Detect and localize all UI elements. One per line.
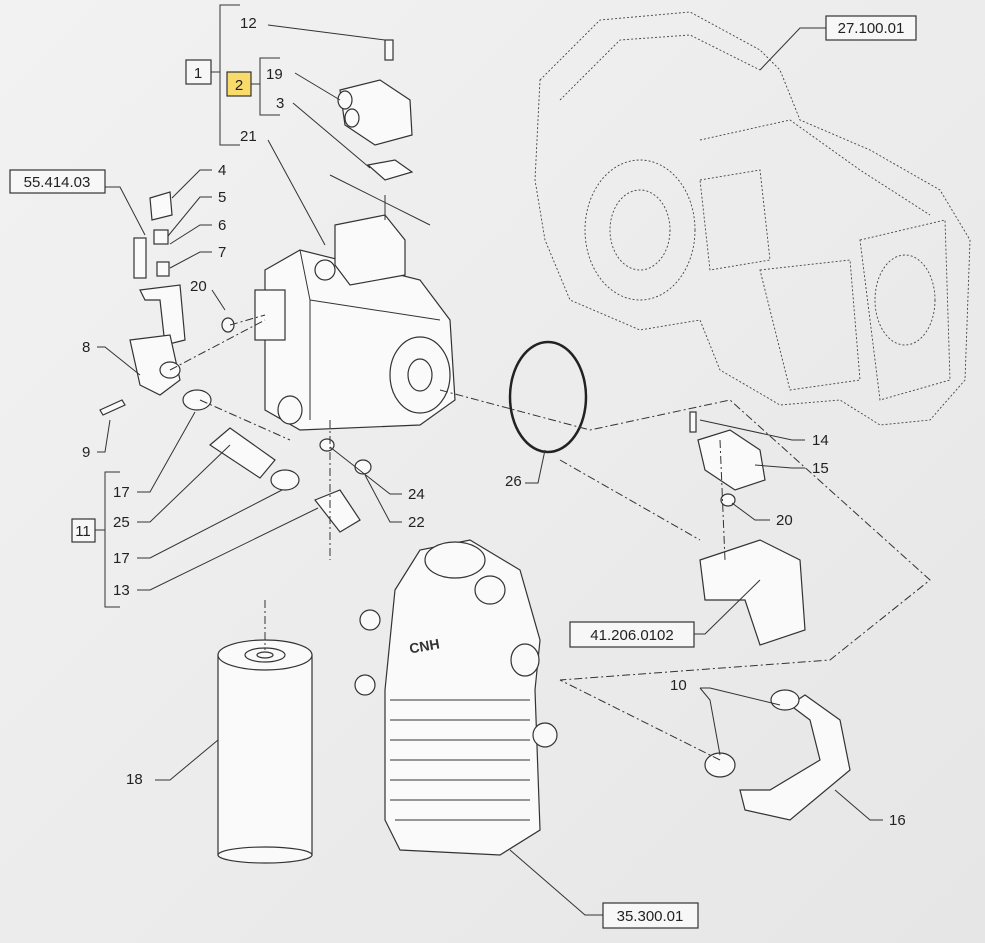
sensor-assembly[interactable] — [689, 411, 806, 646]
callout-24[interactable]: 24 — [408, 486, 425, 503]
callout-label: 2 — [235, 77, 243, 94]
fittings-left[interactable] — [99, 191, 235, 416]
callout-4[interactable]: 4 — [218, 162, 226, 179]
callout-16[interactable]: 16 — [889, 812, 906, 829]
callout-19[interactable]: 19 — [266, 66, 283, 83]
callout-label: 1 — [194, 65, 202, 82]
callout-3[interactable]: 3 — [276, 95, 284, 112]
filter-housing[interactable]: CNH — [354, 539, 558, 856]
callout-label: 11 — [75, 523, 91, 540]
transmission-housing[interactable] — [534, 11, 971, 426]
callout-22[interactable]: 22 — [408, 514, 425, 531]
callout-8[interactable]: 8 — [82, 339, 90, 356]
reference-label: 35.300.01 — [617, 908, 684, 925]
reference-label: 55.414.03 — [24, 174, 91, 191]
callout-14[interactable]: 14 — [812, 432, 829, 449]
callout-13[interactable]: 13 — [113, 582, 130, 599]
reference-label: 27.100.01 — [838, 20, 905, 37]
callout-7[interactable]: 7 — [218, 244, 226, 261]
callout-17[interactable]: 17 — [113, 550, 130, 567]
brand-logo: CNH — [408, 635, 441, 656]
callout-21[interactable]: 21 — [240, 128, 257, 145]
hose-25[interactable] — [209, 427, 372, 533]
hose-16[interactable] — [704, 689, 851, 821]
callout-6[interactable]: 6 — [218, 217, 226, 234]
callout-5[interactable]: 5 — [218, 189, 226, 206]
callout-17[interactable]: 17 — [113, 484, 130, 501]
callout-1[interactable]: 1 — [185, 59, 212, 85]
reference-label: 41.206.0102 — [590, 627, 673, 644]
callout-11[interactable]: 11 — [71, 518, 96, 543]
o-ring[interactable] — [508, 340, 588, 454]
reference-41-206-0102[interactable]: 41.206.0102 — [569, 621, 695, 648]
reference-27-100-01[interactable]: 27.100.01 — [825, 15, 917, 41]
reference-35-300-01[interactable]: 35.300.01 — [602, 902, 699, 929]
reference-55-414-03[interactable]: 55.414.03 — [9, 169, 106, 194]
assembly-lines — [169, 314, 931, 761]
filter-cartridge[interactable] — [217, 639, 313, 864]
callout-9[interactable]: 9 — [82, 444, 90, 461]
callout-20[interactable]: 20 — [776, 512, 793, 529]
callout-10[interactable]: 10 — [670, 677, 687, 694]
leader-lines — [95, 4, 883, 916]
callout-18[interactable]: 18 — [126, 771, 143, 788]
callout-25[interactable]: 25 — [113, 514, 130, 531]
callout-15[interactable]: 15 — [812, 460, 829, 477]
callout-26[interactable]: 26 — [505, 473, 522, 490]
callout-20[interactable]: 20 — [190, 278, 207, 295]
hydraulic-pump[interactable] — [254, 214, 456, 431]
valve-block[interactable] — [337, 39, 414, 181]
callout-2-highlighted[interactable]: 2 — [226, 71, 252, 97]
callout-12[interactable]: 12 — [240, 15, 257, 32]
